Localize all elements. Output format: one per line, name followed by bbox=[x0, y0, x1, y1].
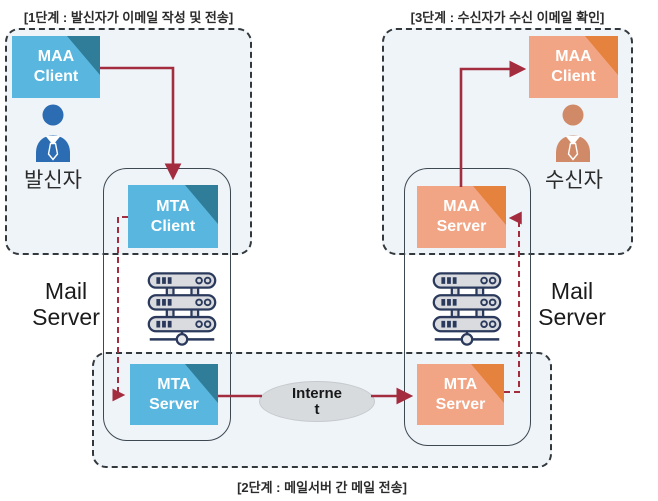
step2-title: [2단계 : 메일서버 간 메일 전송] bbox=[237, 480, 407, 495]
mta-server-right-box: MTA Server bbox=[417, 364, 504, 425]
receiver-label: 수신자 bbox=[545, 169, 603, 192]
maa-client-right-box: MAA Client bbox=[529, 36, 618, 98]
maa-client-left-box: MAA Client bbox=[12, 36, 100, 98]
mail-server-label-right: Mail Server bbox=[538, 278, 606, 331]
mta-client-box: MTA Client bbox=[128, 185, 218, 248]
mail-server-label-left: Mail Server bbox=[32, 278, 100, 331]
maa-server-box: MAA Server bbox=[417, 186, 506, 248]
person-icon bbox=[556, 104, 590, 162]
server-rack-icon bbox=[147, 272, 217, 346]
step1-title: [1단계 : 발신자가 이메일 작성 및 전송] bbox=[23, 10, 234, 25]
step3-title: [3단계 : 수신자가 수신 이메일 확인] bbox=[410, 10, 605, 25]
server-rack-icon bbox=[432, 272, 502, 346]
internet-cloud: Interne t bbox=[259, 381, 375, 422]
mta-server-left-box: MTA Server bbox=[130, 364, 218, 425]
person-icon bbox=[36, 104, 70, 162]
sender-label: 발신자 bbox=[24, 169, 82, 192]
